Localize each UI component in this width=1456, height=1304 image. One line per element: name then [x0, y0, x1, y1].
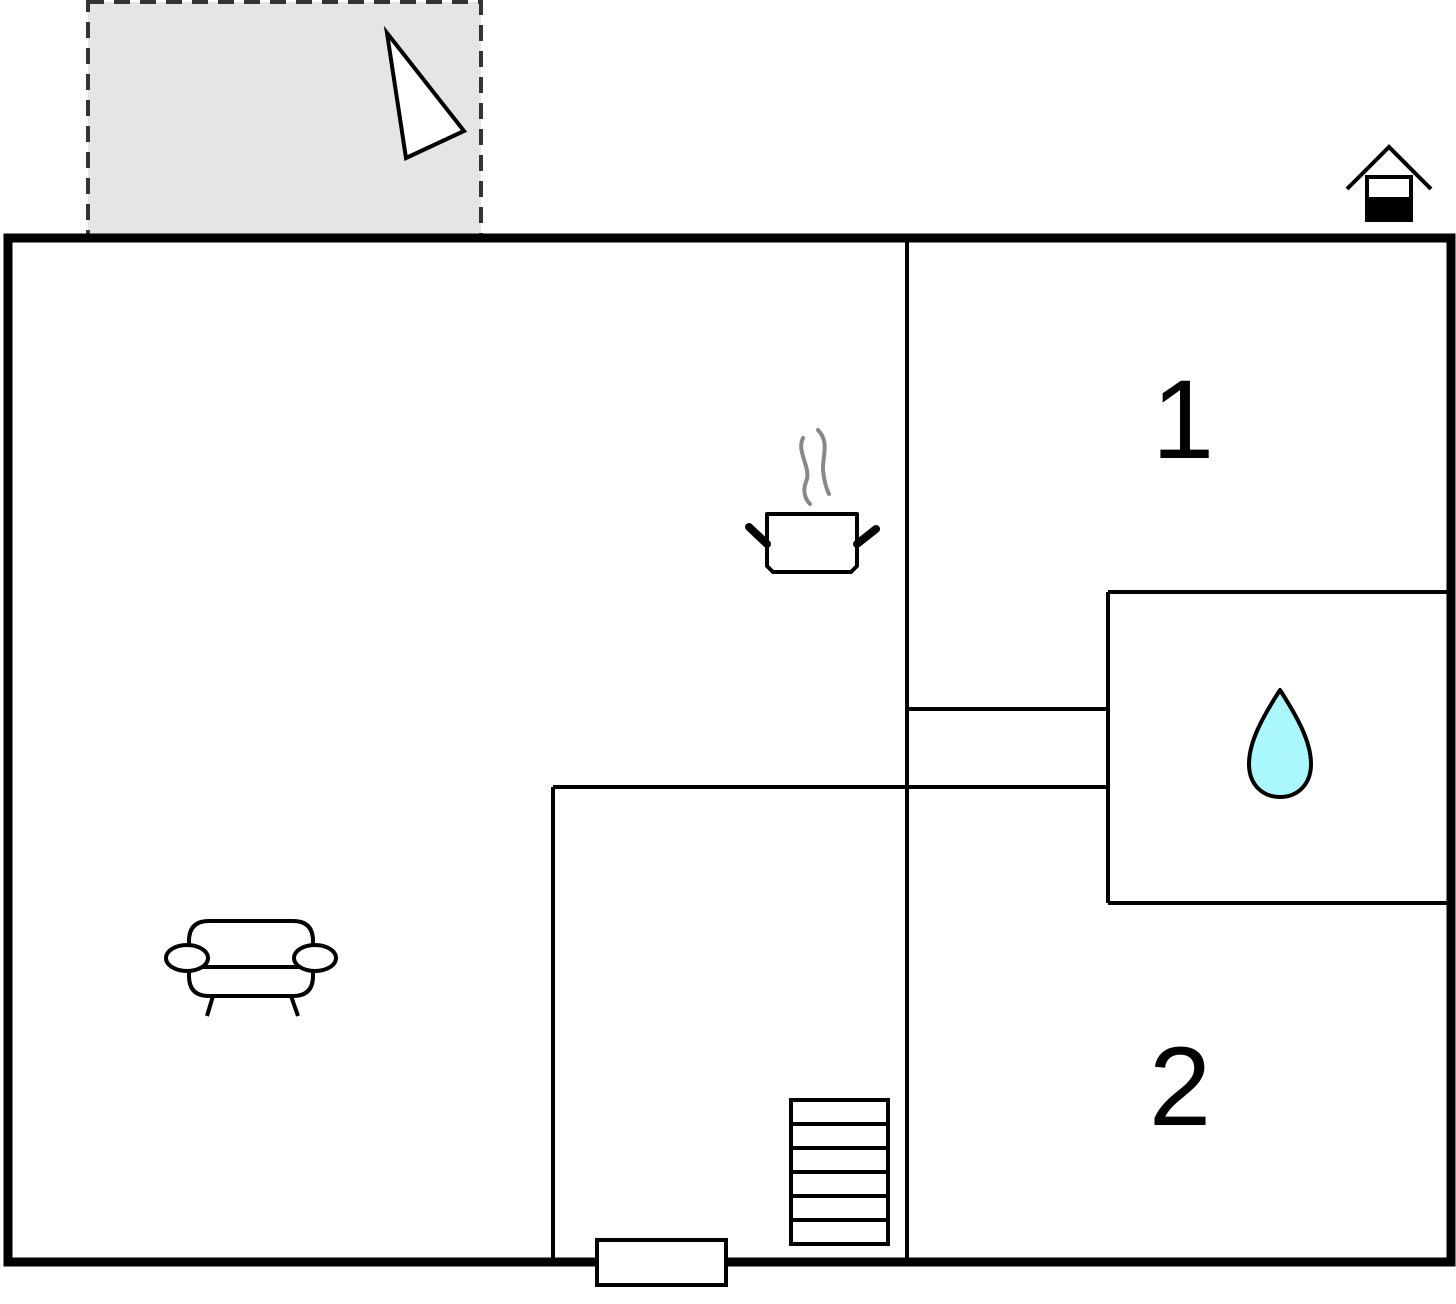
north-arrow-icon	[383, 25, 468, 161]
exterior-wall	[3, 233, 1456, 1267]
room-number-2: 2	[1149, 1024, 1211, 1149]
entrance-door-icon	[595, 1238, 728, 1287]
sofa-icon	[164, 919, 338, 1017]
water-drop-icon	[1247, 688, 1313, 799]
house-icon	[1345, 144, 1433, 222]
staircase-icon	[789, 1098, 890, 1246]
interior-walls	[551, 238, 1451, 1262]
cooking-pot-icon	[745, 428, 880, 574]
room-number-1: 1	[1152, 357, 1214, 482]
